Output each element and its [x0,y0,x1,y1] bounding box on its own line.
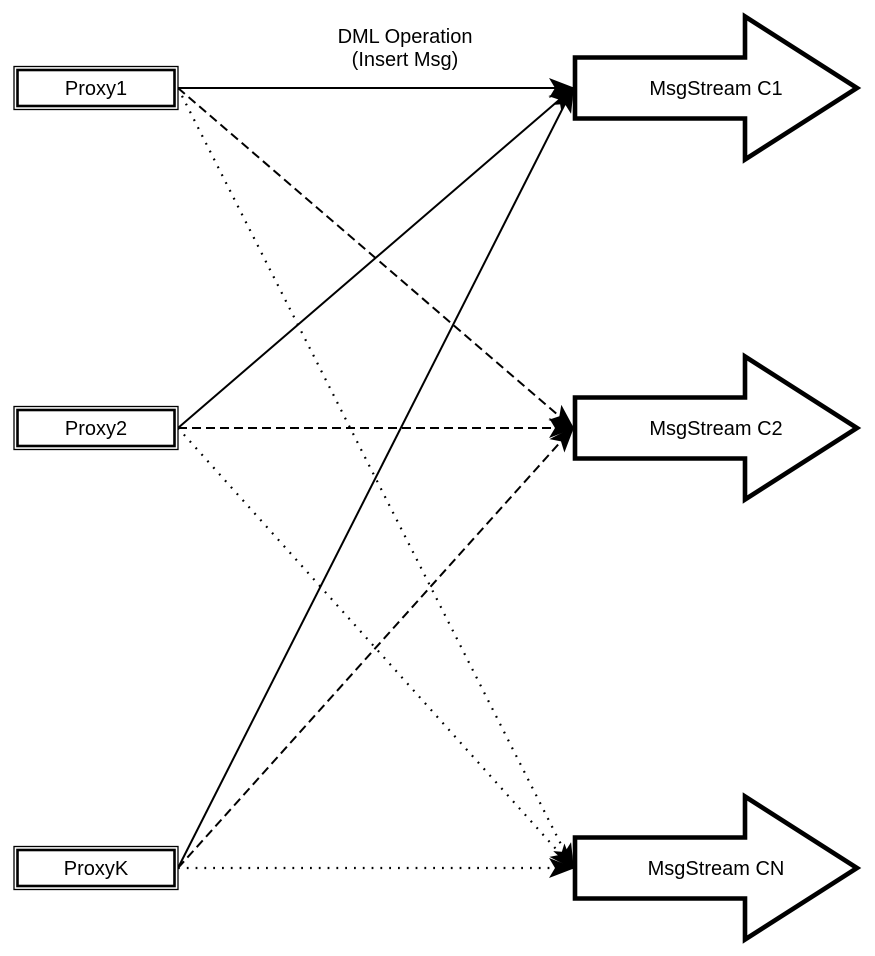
proxy2-label: Proxy2 [65,418,127,440]
annotation-line-2: (Insert Msg) [352,49,459,71]
msgstream-cn-arrow-shape [572,792,862,944]
msgstream-cn-label: MsgStream CN [648,858,785,880]
annotation-line-1: DML Operation [338,26,473,48]
proxy-node-proxy1: Proxy1 [13,65,179,111]
msgstream-c1-arrow-shape [572,12,862,164]
edge-proxyk-to-c1-solid [177,86,574,869]
proxyk-label: ProxyK [64,858,129,880]
edge-proxyk-to-c2-dashed [177,426,575,869]
stream-node-cn: MsgStream CN [572,792,862,944]
edges [177,78,575,878]
stream-node-c2: MsgStream C2 [572,352,862,504]
edge-proxy2-to-cn-dotted [177,427,575,870]
edge-proxy1-to-c2-dashed [177,87,575,430]
msgstream-c1-label: MsgStream C1 [649,78,782,100]
proxy1-box [16,68,176,108]
proxy-node-proxyk: ProxyK [13,845,179,891]
proxyk-box [16,848,176,888]
proxy-node-proxy2: Proxy2 [13,405,179,451]
msgstream-c2-arrow-shape [572,352,862,504]
proxy2-box [16,408,176,448]
proxy1-label: Proxy1 [65,78,127,100]
stream-node-c1: MsgStream C1 [572,12,862,164]
dml-operation-annotation: DML Operation (Insert Msg) [338,26,473,71]
msgstream-c2-label: MsgStream C2 [649,418,782,440]
